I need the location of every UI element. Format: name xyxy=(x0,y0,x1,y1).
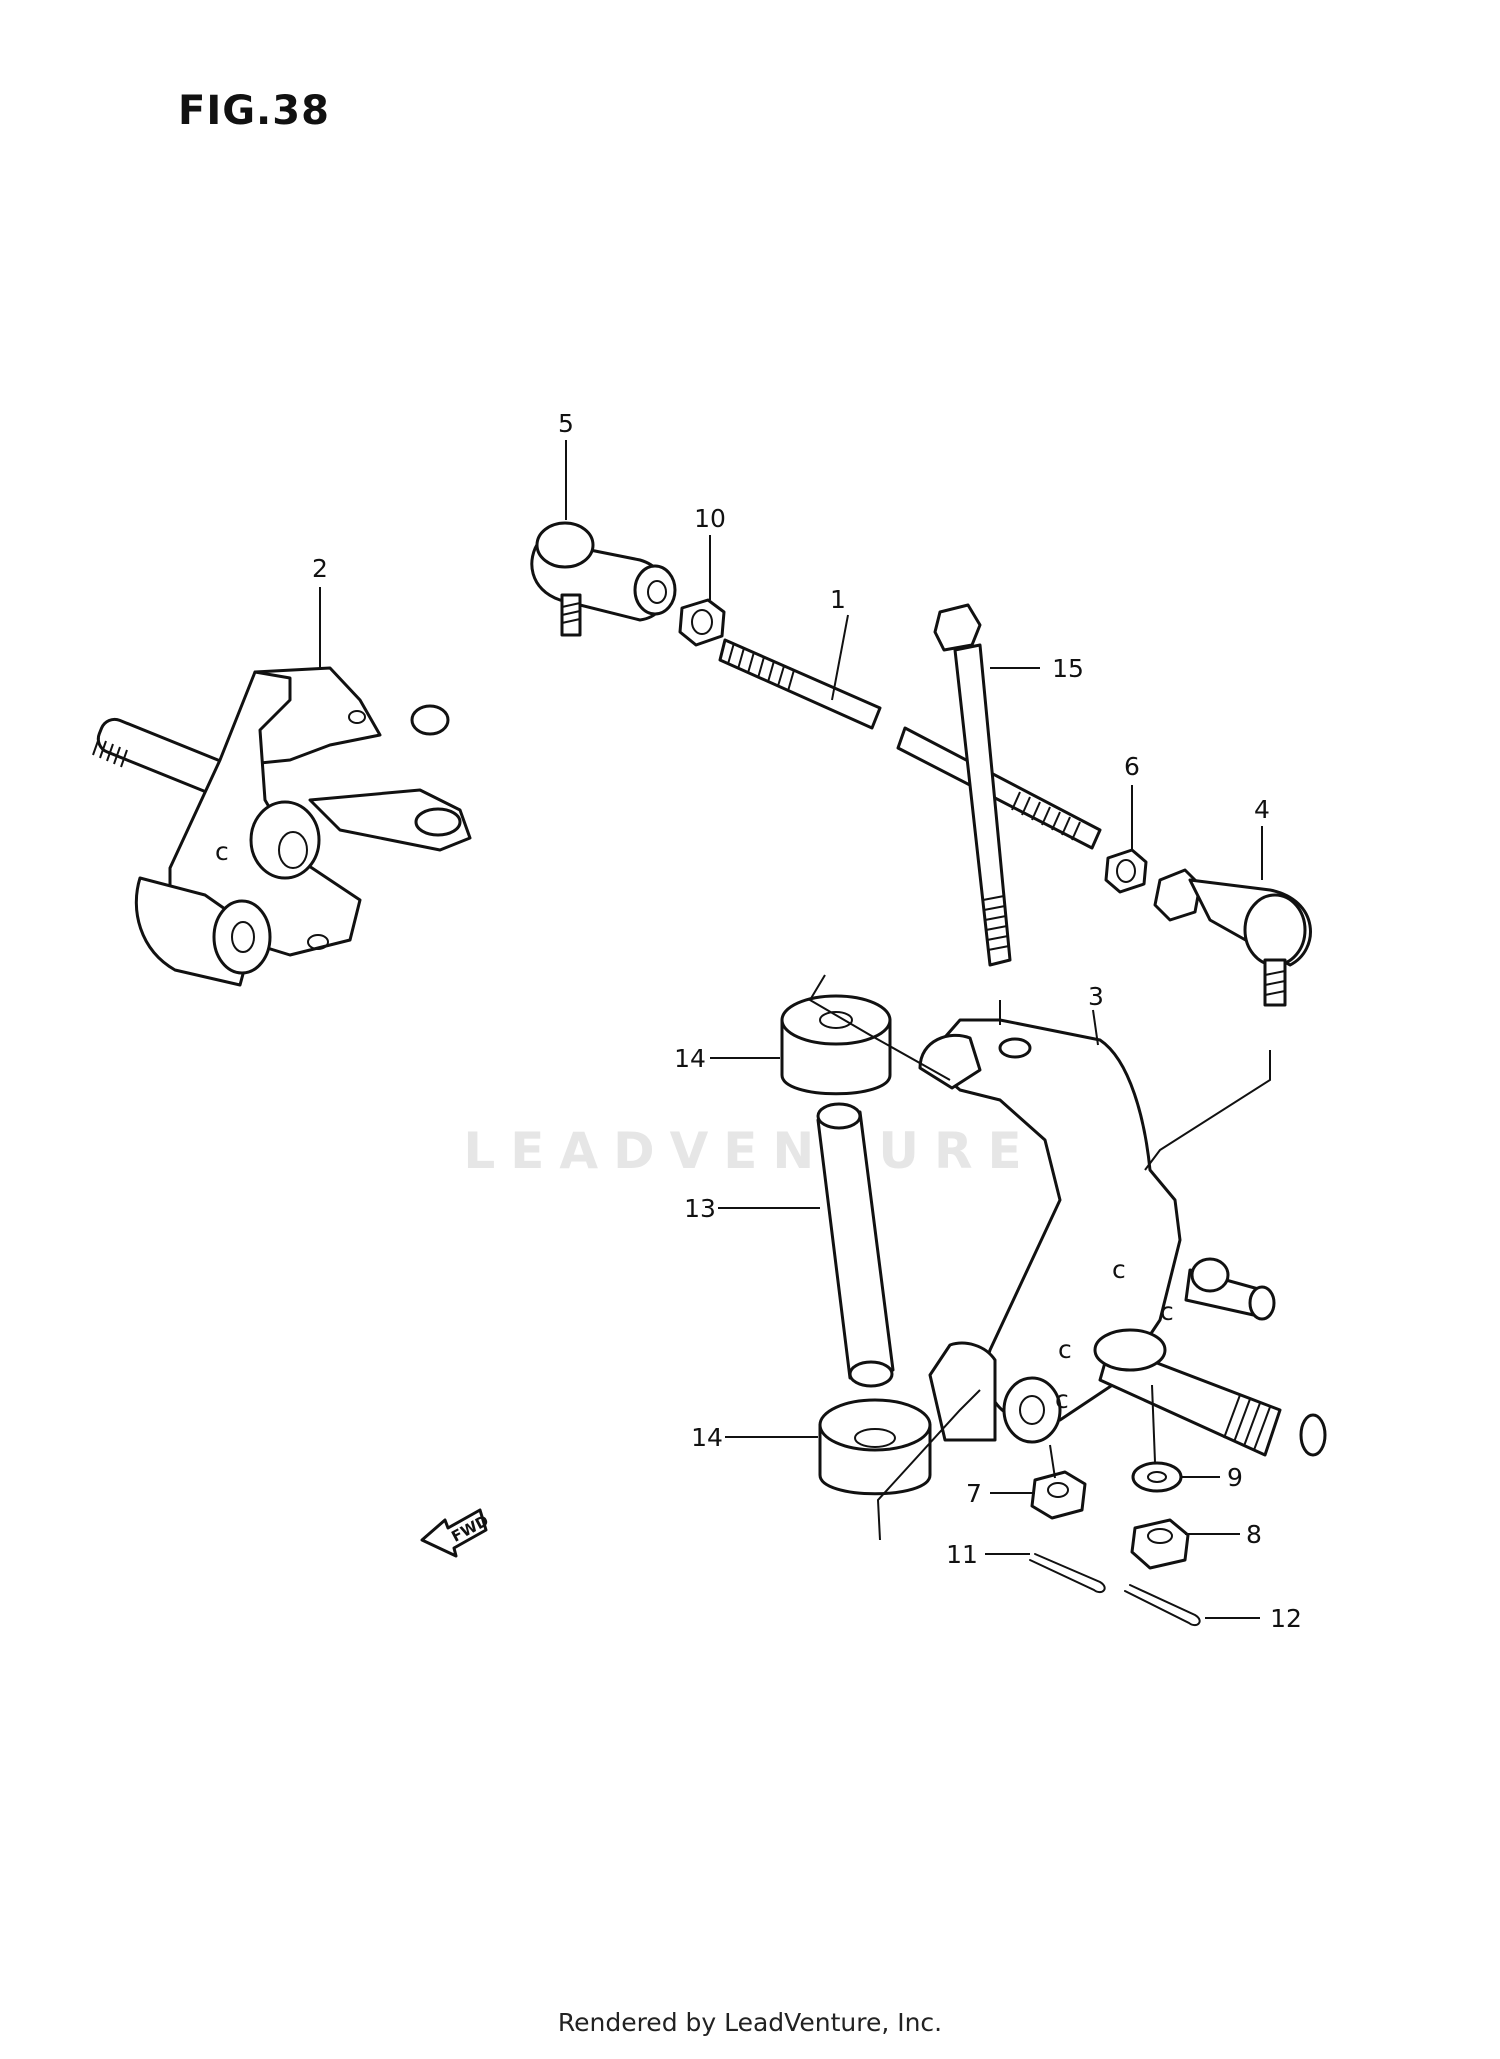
callout-4: 4 xyxy=(1254,795,1270,824)
part-12-cotter-pin xyxy=(1124,1584,1201,1627)
callout-8: 8 xyxy=(1246,1520,1262,1549)
svg-text:c: c xyxy=(1058,1335,1072,1364)
callout-3: 3 xyxy=(1088,982,1104,1011)
part-10-nut xyxy=(678,598,726,647)
callout-13: 13 xyxy=(684,1194,716,1223)
leader-lines xyxy=(319,440,1263,1619)
part-14-upper-bushing xyxy=(780,994,892,1096)
svg-text:c: c xyxy=(1055,1385,1069,1414)
part-6-nut xyxy=(1104,848,1148,894)
callout-6: 6 xyxy=(1124,752,1140,781)
part-8-castle-nut xyxy=(1130,1518,1190,1570)
callout-5: 5 xyxy=(558,409,574,438)
callout-14-lower: 14 xyxy=(691,1423,723,1452)
callout-1: 1 xyxy=(830,585,846,614)
callout-14-upper: 14 xyxy=(674,1044,706,1073)
callout-11: 11 xyxy=(946,1540,978,1569)
callout-12: 12 xyxy=(1270,1604,1302,1633)
svg-text:c: c xyxy=(215,837,229,866)
callout-2: 2 xyxy=(312,554,328,583)
part-2-knuckle: c xyxy=(92,666,472,987)
footer-credit: Rendered by LeadVenture, Inc. xyxy=(557,2008,943,2037)
callout-9: 9 xyxy=(1227,1463,1243,1492)
svg-text:c: c xyxy=(1160,1297,1174,1326)
callout-15: 15 xyxy=(1052,654,1084,683)
fwd-arrow-icon: FWD xyxy=(420,1508,492,1558)
part-11-cotter-pin xyxy=(1029,1553,1106,1594)
callout-10: 10 xyxy=(694,504,726,533)
part-15-bolt xyxy=(933,603,1012,967)
part-5-tie-rod-end xyxy=(530,521,677,637)
watermark-text: LEADVENTURE xyxy=(463,1122,1037,1180)
part-9-washer xyxy=(1131,1461,1183,1493)
assembly-lines xyxy=(808,974,1271,1541)
part-1-tie-rod xyxy=(718,638,1102,850)
part-13-shaft xyxy=(816,1102,895,1388)
svg-text:c: c xyxy=(1112,1255,1126,1284)
callout-7: 7 xyxy=(966,1479,982,1508)
callout-labels: 1 2 3 4 5 6 7 8 9 10 11 12 13 14 14 15 xyxy=(312,409,1302,1633)
part-7-nut xyxy=(1030,1470,1087,1520)
part-3-arm: c c c c xyxy=(918,1018,1327,1457)
part-14-lower-bushing xyxy=(818,1398,932,1496)
part-4-tie-rod-end xyxy=(1153,868,1312,1007)
figure-title: FIG.38 xyxy=(178,88,330,134)
